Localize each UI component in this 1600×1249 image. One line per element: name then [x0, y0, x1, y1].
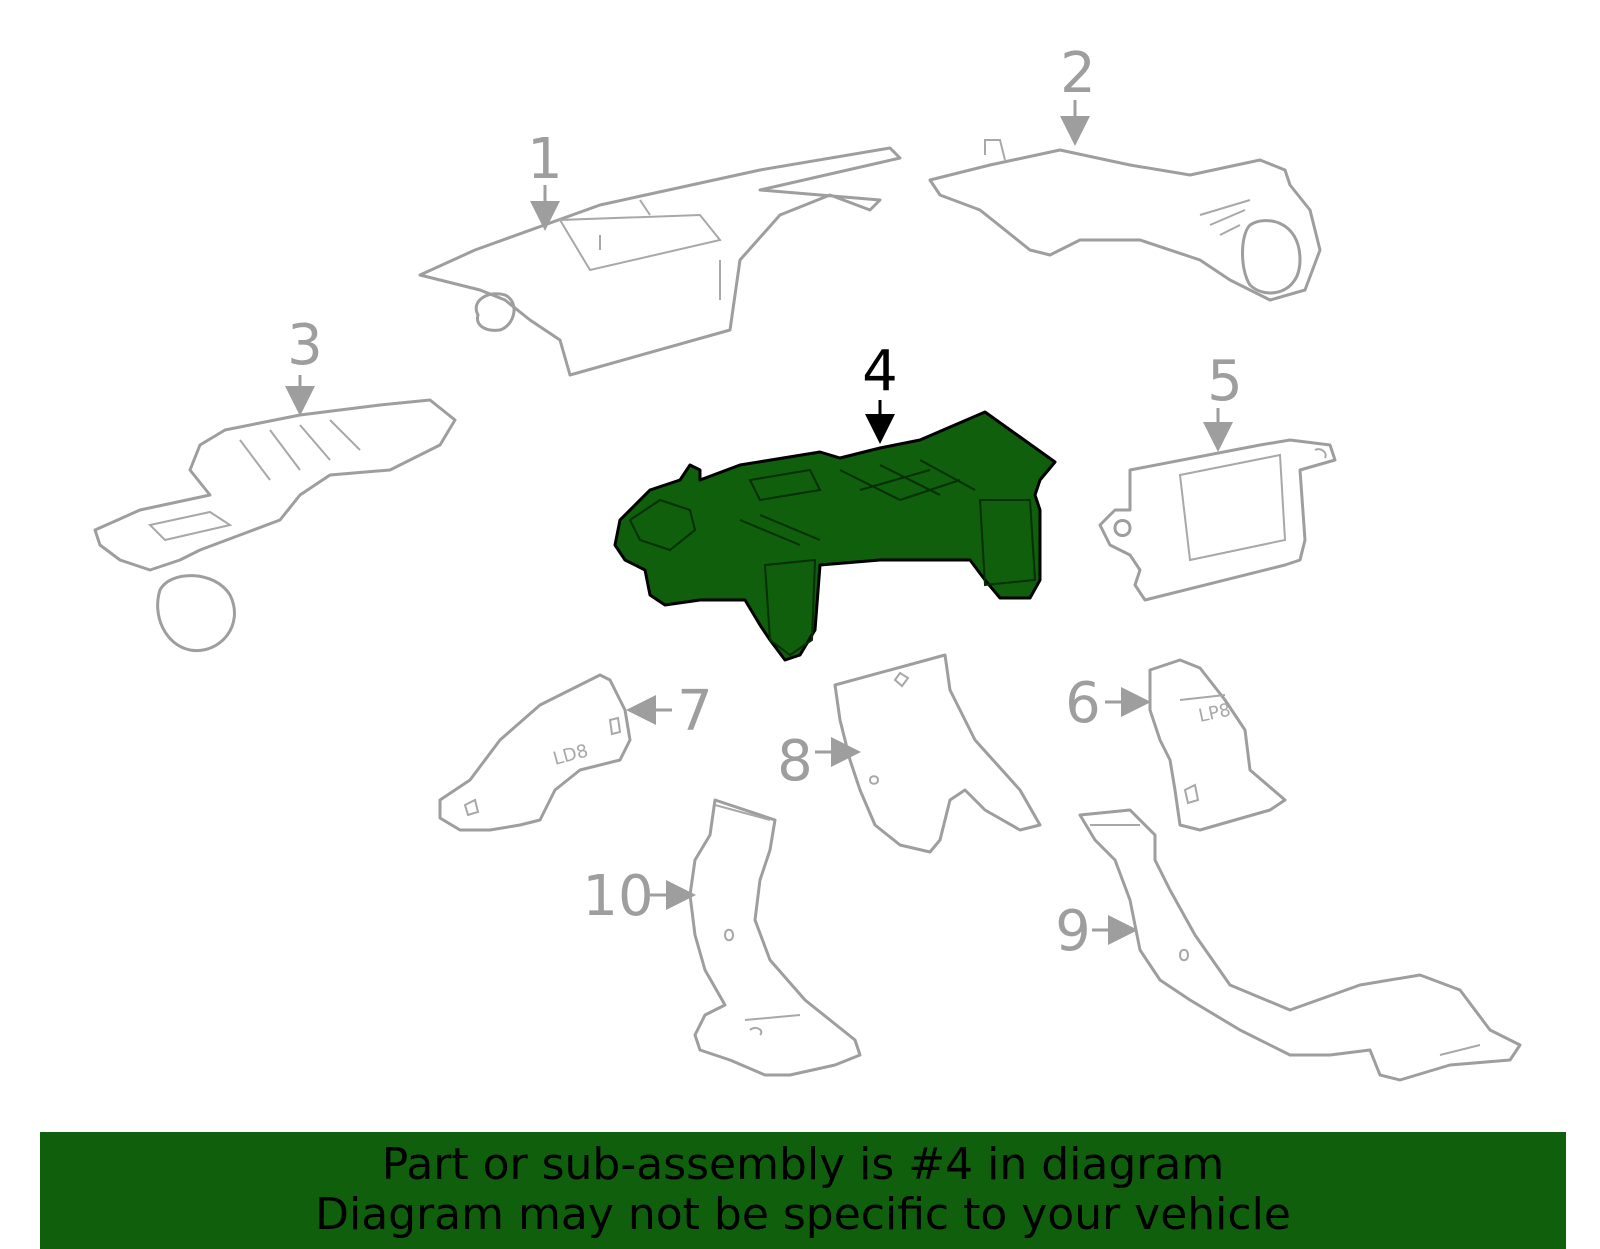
callout-9: 9: [1055, 899, 1091, 964]
info-banner: Part or sub-assembly is #4 in diagram Di…: [40, 1132, 1566, 1249]
parts-diagram: LP8 LD8 1 2 3 4 5 6 7 8 9 10: [93, 41, 1522, 1082]
callout-2: 2: [1060, 41, 1096, 106]
callout-7: 7: [677, 679, 713, 744]
part-3-side-duct[interactable]: [93, 398, 457, 653]
part-5-register-housing[interactable]: [1098, 438, 1337, 602]
callout-5: 5: [1207, 349, 1243, 414]
part-10-floor-duct[interactable]: [688, 798, 862, 1077]
callout-8: 8: [777, 729, 813, 794]
callout-4: 4: [862, 339, 898, 404]
banner-line-2: Diagram may not be specific to your vehi…: [315, 1189, 1291, 1240]
callout-1: 1: [527, 127, 563, 192]
part-9-floor-duct[interactable]: [1078, 808, 1522, 1082]
callout-3: 3: [287, 313, 323, 378]
part-1-upper-duct[interactable]: [418, 146, 902, 377]
part-6-bracket[interactable]: LP8: [1148, 658, 1287, 832]
part-8-floor-duct[interactable]: [833, 653, 1042, 854]
part-7-bracket[interactable]: LD8: [438, 673, 632, 832]
part-7-stamp: LD8: [551, 740, 591, 769]
part-4-center-duct-highlighted[interactable]: [613, 410, 1057, 662]
part-6-stamp: LP8: [1197, 700, 1233, 727]
part-2-side-duct[interactable]: [928, 139, 1322, 302]
banner-line-1: Part or sub-assembly is #4 in diagram: [381, 1139, 1225, 1190]
callout-10: 10: [582, 864, 653, 929]
callout-6: 6: [1065, 671, 1101, 736]
